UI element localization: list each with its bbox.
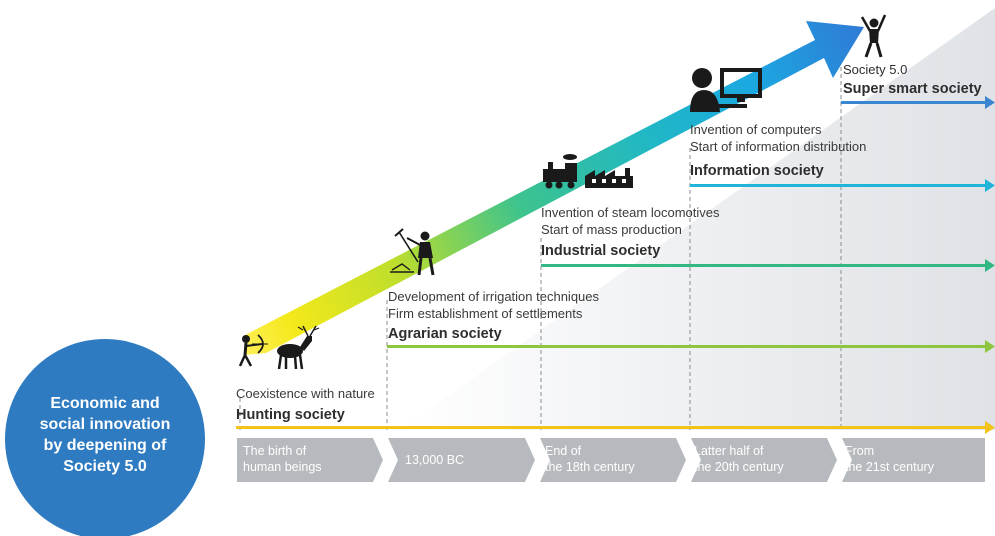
background-wedge — [400, 8, 995, 430]
timeline-box-2 — [388, 438, 535, 482]
industrial-society-name: Industrial society — [541, 243, 661, 259]
industrial-description-1: Invention of steam locomotives — [541, 205, 720, 220]
information-description-1: Invention of computers — [690, 122, 822, 137]
factory-icon — [585, 168, 633, 188]
locomotive-icon — [543, 154, 577, 189]
timeline-box-5 — [842, 438, 985, 482]
arrow-agrarian — [387, 340, 995, 353]
deer-icon — [277, 325, 320, 370]
farmer-icon — [390, 228, 435, 276]
hunter-icon — [238, 334, 268, 367]
arrow-information — [690, 179, 995, 192]
agrarian-description-2: Firm establishment of settlements — [388, 306, 583, 321]
timeline-boxes — [237, 438, 985, 482]
super-description: Society 5.0 — [843, 62, 908, 77]
agrarian-description-1: Development of irrigation techniques — [388, 289, 600, 304]
information-description-2: Start of information distribution — [690, 139, 867, 154]
arrow-industrial — [541, 259, 995, 272]
hunting-society-name: Hunting society — [236, 407, 345, 423]
arrow-super — [841, 96, 995, 109]
computer-user-icon — [690, 68, 762, 112]
hunting-description: Coexistence with nature — [236, 386, 375, 401]
timeline-box-1 — [237, 438, 383, 482]
timeline-label-2: 13,000 BC — [405, 453, 465, 467]
society5-circle — [5, 339, 205, 536]
industrial-description-2: Start of mass production — [541, 222, 682, 237]
agrarian-society-name: Agrarian society — [388, 326, 502, 342]
timeline-box-3 — [540, 438, 686, 482]
timeline-box-4 — [691, 438, 837, 482]
raised-arms-person-icon — [860, 14, 887, 58]
arrow-hunting — [236, 421, 995, 434]
era-dividers — [239, 60, 842, 430]
super-society-name: Super smart society — [843, 81, 982, 97]
information-society-name: Information society — [690, 163, 824, 179]
society-arrows — [236, 96, 995, 434]
